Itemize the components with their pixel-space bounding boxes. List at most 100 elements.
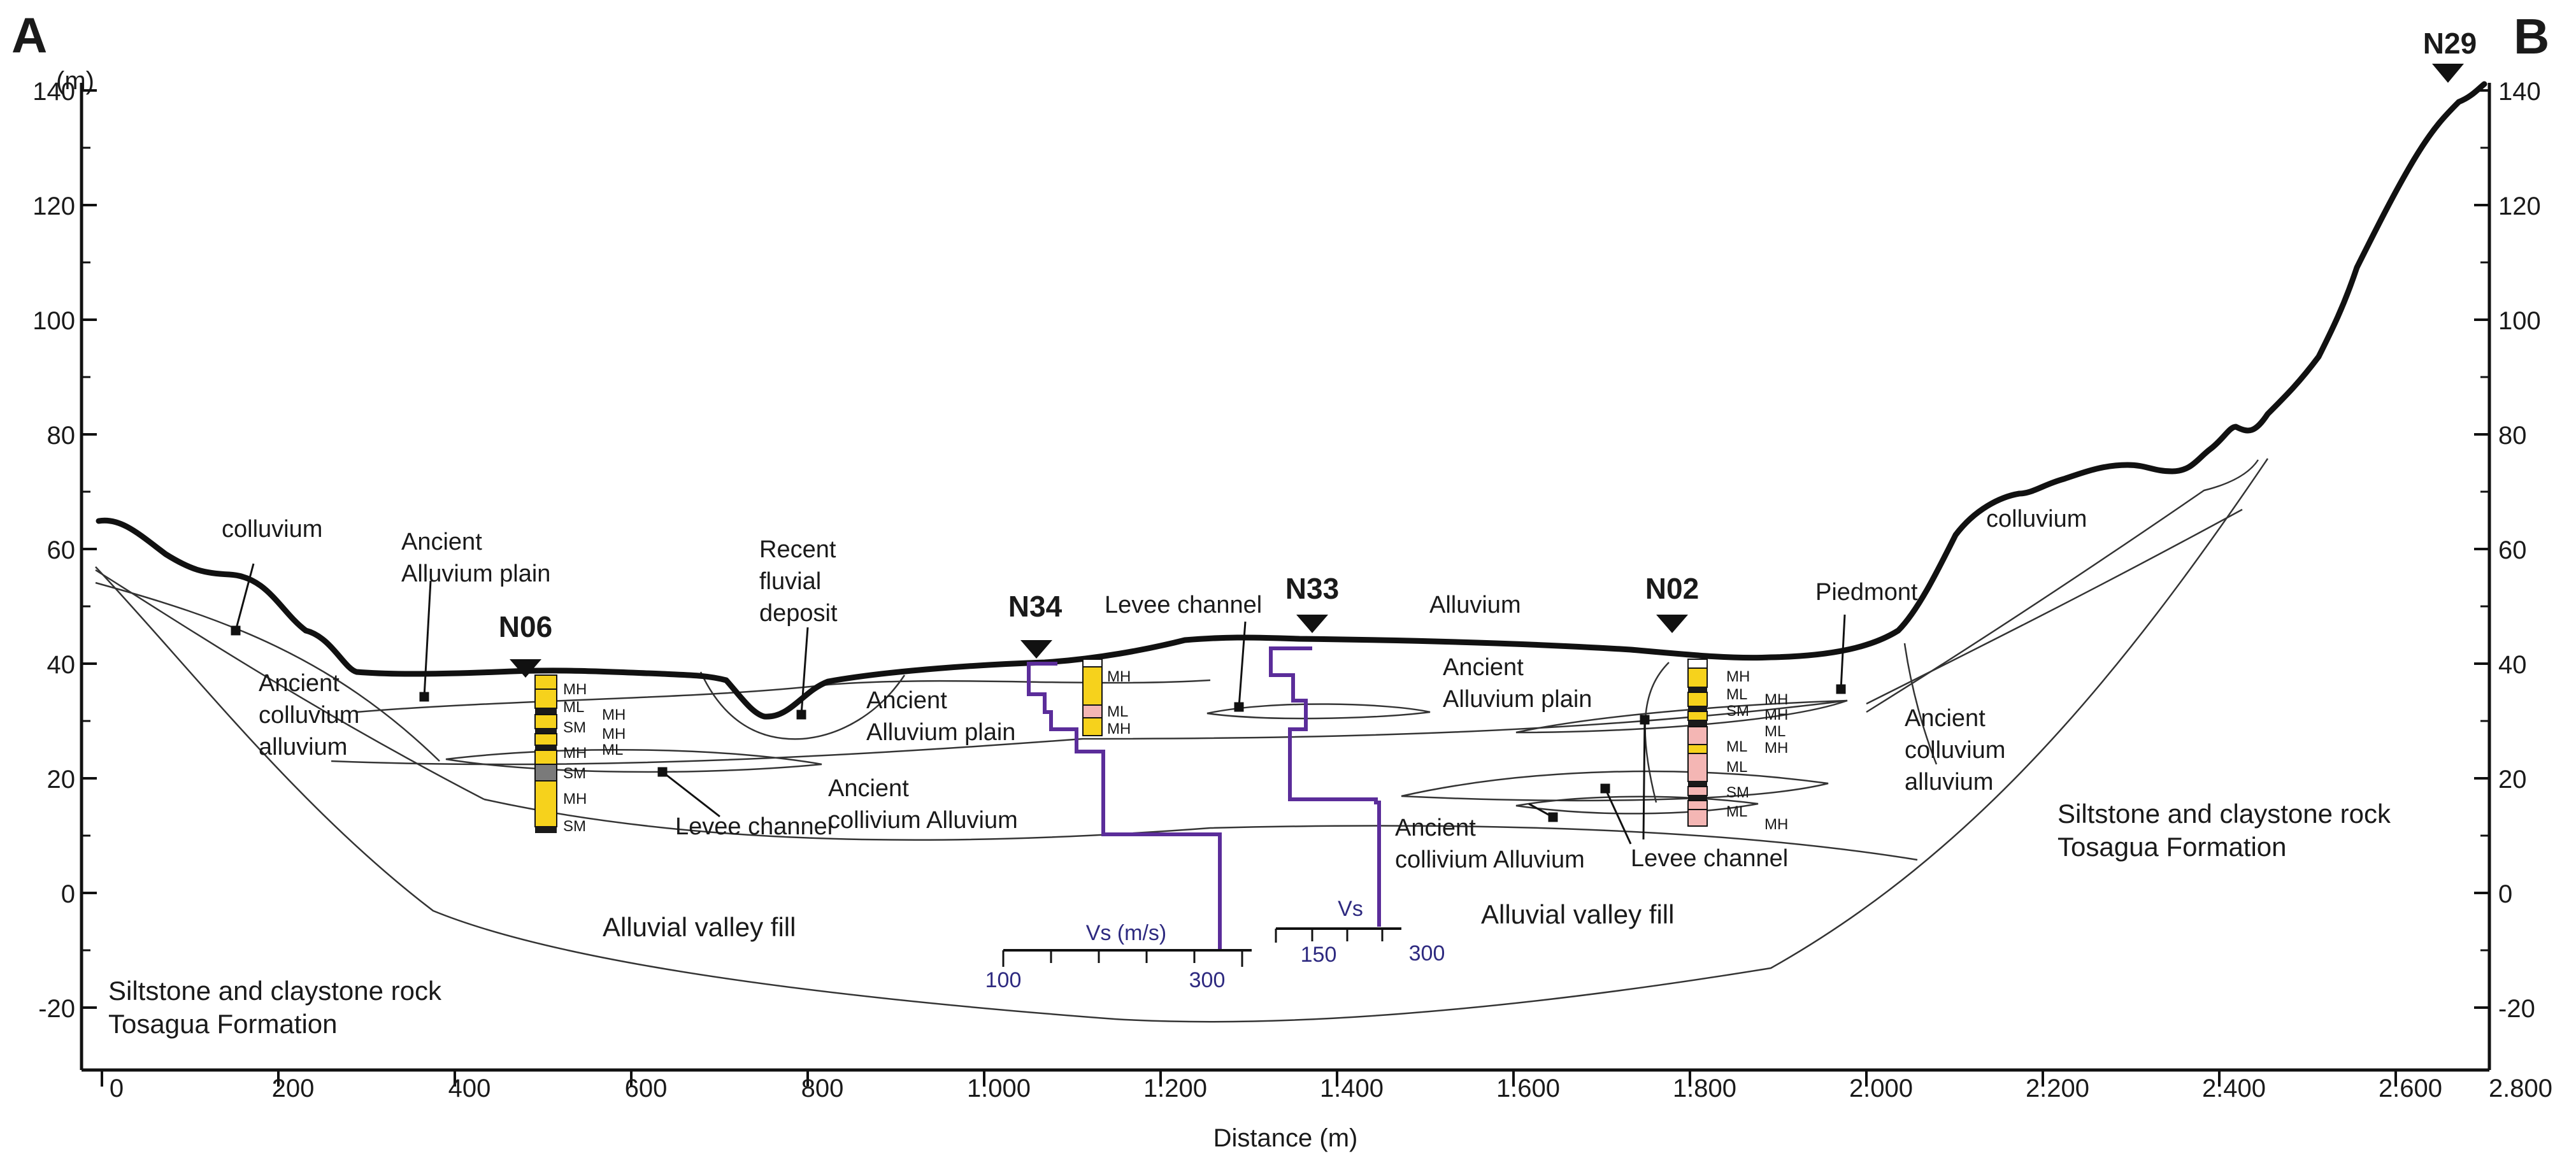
y-tick-label: 120 — [32, 192, 75, 220]
y-tick-label: 0 — [61, 880, 75, 908]
x-tick-label: 2.200 — [2026, 1074, 2089, 1102]
levee-lens-center — [1206, 703, 1431, 720]
borehole-log-n02: MH ML MH SM MH ML ML MH ML SM ML MH — [1687, 659, 1788, 833]
vs-axis-label: Vs — [1338, 897, 1363, 921]
y-tick-label: 20 — [2498, 766, 2527, 794]
unit-label-colluvium-left: colluvium — [222, 516, 322, 543]
soil-class-label: MH — [1107, 720, 1131, 738]
unit-label-levee-channel-center: Levee channel — [1105, 592, 1262, 618]
soil-class-label: MH — [1107, 668, 1131, 685]
unit-label-levee-channel-right: Levee channel — [1631, 845, 1788, 872]
x-tick-label: 1.200 — [1143, 1074, 1207, 1102]
unit-label-ancient-colluvium-alluvium-left: Ancient — [259, 670, 340, 697]
y-tick-label: 40 — [2498, 651, 2527, 679]
unit-label-bedrock-left: Siltstone and claystone rock — [108, 976, 442, 1006]
recent-fluvial-channel — [699, 671, 906, 740]
soil-class-label: MH — [1764, 706, 1788, 724]
y-tick-label: -20 — [38, 995, 75, 1023]
unit-label-ancient-alluvium-plain-center: Alluvium plain — [866, 719, 1015, 746]
x-tick-label: 2.000 — [1849, 1074, 1913, 1102]
station-label-n29: N29 — [2423, 27, 2477, 60]
colluvium-base-left — [95, 582, 440, 762]
borehole-log-n34: MH ML MH — [1082, 659, 1131, 738]
soil-class-label: MH — [1764, 739, 1788, 757]
label-leaders — [231, 563, 1846, 845]
unit-label-ancient-alluvium-plain-right: Ancient — [1443, 654, 1524, 681]
soil-class-label: ML — [1107, 703, 1128, 720]
levee-lens-right-upper — [1515, 699, 1848, 734]
soil-class-label: ML — [602, 741, 623, 759]
x-tick-label: 800 — [801, 1074, 844, 1102]
vs-profile-line — [1027, 662, 1222, 949]
unit-label-alluvial-valley-fill-left: Alluvial valley fill — [603, 912, 796, 942]
unit-label-ancient-colluvium-alluvium-right: Ancient — [1905, 705, 1986, 732]
unit-label-ancient-colluvium-alluvium-left: alluvium — [259, 734, 347, 760]
x-tick-label: 400 — [448, 1074, 491, 1102]
piedmont-contact-right — [1903, 643, 1938, 765]
x-tick-label: 1.000 — [967, 1074, 1031, 1102]
unit-label-recent-fluvial: Recent — [759, 536, 836, 563]
left-y-axis: 140 120 100 80 60 40 20 0 -20 — [32, 78, 97, 1070]
soil-class-label: ML — [1764, 723, 1785, 740]
station-marker-n06 — [510, 659, 541, 678]
soil-class-label: MH — [1726, 668, 1750, 685]
unit-label-ancient-collivium-alluvium-center: collivium Alluvium — [828, 807, 1018, 834]
station-markers: N06 N34 N33 N02 N29 — [499, 27, 2477, 678]
section-end-label: B — [2514, 8, 2549, 64]
unit-label-ancient-alluvium-plain-left: Alluvium plain — [401, 560, 550, 587]
ancient-alluvium-base — [331, 699, 1848, 766]
ground-surface — [96, 81, 2487, 720]
borehole-log-n06: MH ML MH SM MH ML MH SM MH SM — [534, 674, 626, 835]
station-marker-n29 — [2432, 64, 2464, 83]
station-label-n06: N06 — [499, 610, 552, 643]
y-tick-label: 60 — [47, 536, 76, 564]
vs-tick-label: 300 — [1409, 941, 1445, 966]
y-tick-label: 100 — [2498, 307, 2541, 335]
soil-class-label: MH — [563, 790, 587, 808]
station-marker-n34 — [1020, 640, 1052, 659]
soil-class-label: ML — [563, 699, 584, 716]
unit-label-ancient-colluvium-alluvium-left: colluvium — [259, 702, 359, 729]
soil-class-label: MH — [1764, 816, 1788, 833]
station-marker-n02 — [1656, 615, 1688, 633]
unit-label-bedrock-left: Tosagua Formation — [108, 1009, 338, 1039]
y-tick-label: 140 — [2498, 78, 2541, 106]
unit-label-ancient-collivium-alluvium-center: Ancient — [828, 775, 909, 802]
soil-class-label: ML — [1726, 803, 1747, 820]
soil-class-label: MH — [563, 745, 587, 762]
soil-class-label: SM — [563, 818, 586, 835]
ancient-colluvium-right-base — [1866, 508, 2243, 705]
soil-class-label: SM — [563, 719, 586, 736]
y-tick-label: 60 — [2498, 536, 2527, 564]
y-tick-label: 100 — [32, 307, 75, 335]
section-start-label: A — [11, 7, 47, 63]
x-tick-label: 2.600 — [2379, 1074, 2442, 1102]
soil-class-label: ML — [1726, 759, 1747, 776]
vs-profile-n34: Vs (m/s) 100 300 — [985, 662, 1252, 992]
unit-label-alluvial-valley-fill-right: Alluvial valley fill — [1481, 899, 1674, 929]
unit-label-colluvium-right: colluvium — [1986, 506, 2087, 532]
unit-label-ancient-colluvium-alluvium-right: alluvium — [1905, 769, 1993, 796]
unit-label-levee-channel-left: Levee channel — [675, 813, 833, 840]
x-tick-label: 1.400 — [1320, 1074, 1384, 1102]
soil-class-label: MH — [563, 681, 587, 698]
station-label-n33: N33 — [1285, 572, 1339, 605]
x-tick-label: 2.800 — [2489, 1074, 2552, 1102]
right-y-axis: 140 120 100 80 60 40 20 0 -20 — [2474, 78, 2541, 1070]
piedmont-contact — [1644, 662, 1670, 803]
soil-class-label: MH — [602, 706, 626, 724]
unit-label-ancient-alluvium-plain-center: Ancient — [866, 687, 947, 714]
unit-label-recent-fluvial: fluvial — [759, 568, 821, 595]
y-tick-label: 80 — [47, 422, 76, 450]
x-axis: 0 200 400 600 800 1.000 1.200 1.400 1.60… — [82, 1068, 2552, 1152]
vs-axis-label: Vs (m/s) — [1086, 921, 1167, 945]
unit-label-recent-fluvial: deposit — [759, 600, 838, 627]
y-tick-label: -20 — [2498, 995, 2535, 1023]
unit-label-ancient-alluvium-plain-left: Ancient — [401, 529, 482, 555]
unit-label-bedrock-right: Tosagua Formation — [2057, 832, 2287, 862]
soil-class-label: SM — [563, 765, 586, 782]
vs-tick-label: 150 — [1301, 943, 1337, 967]
station-label-n34: N34 — [1008, 590, 1063, 623]
soil-class-label: ML — [1726, 686, 1747, 703]
